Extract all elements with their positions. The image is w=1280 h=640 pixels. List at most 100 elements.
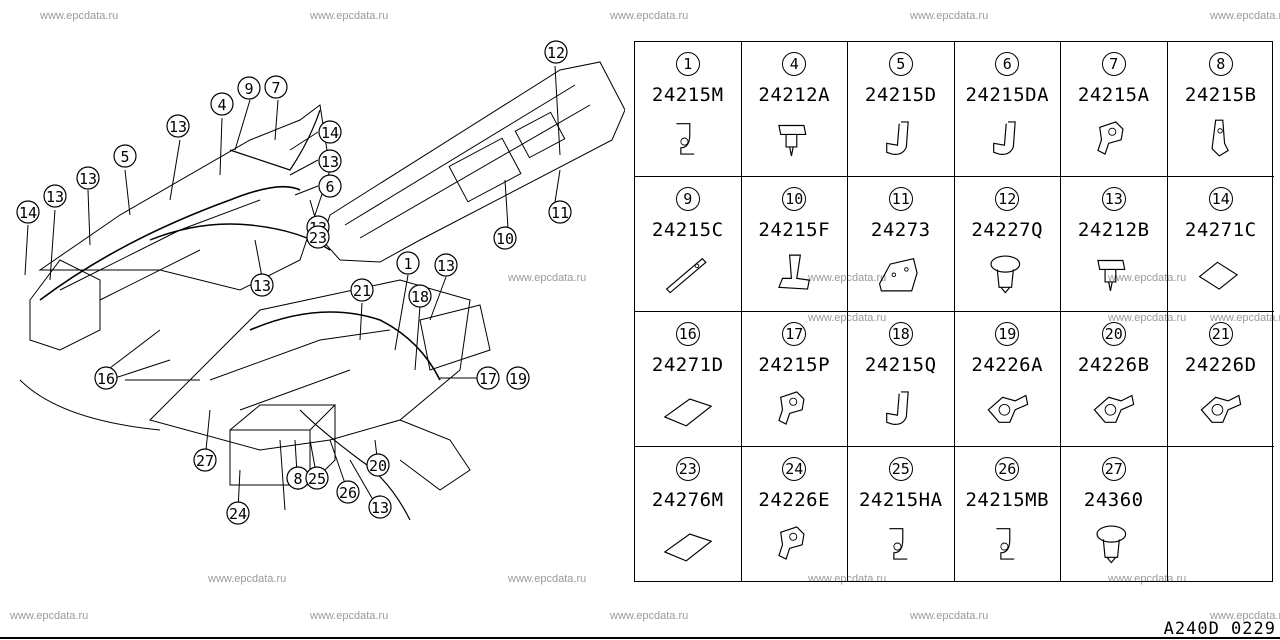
svg-text:13: 13 bbox=[321, 153, 339, 171]
watermark-text: www.epcdata.ru bbox=[1210, 10, 1280, 22]
callout-6: 6 bbox=[318, 174, 342, 198]
part-number: 24215MB bbox=[965, 489, 1050, 511]
part-cell: 21 24226D bbox=[1167, 312, 1274, 447]
callout-5: 5 bbox=[113, 144, 137, 168]
watermark-text: www.epcdata.ru bbox=[508, 573, 587, 585]
watermark-text: www.epcdata.ru bbox=[40, 10, 119, 22]
part-ref-number: 12 bbox=[995, 187, 1020, 211]
harness-diagram: 1456789101112131313131313131314141617191… bbox=[16, 40, 625, 525]
svg-text:10: 10 bbox=[496, 230, 514, 248]
clamp-icon bbox=[1093, 394, 1135, 423]
svg-text:12: 12 bbox=[547, 44, 565, 62]
svg-text:13: 13 bbox=[79, 170, 97, 188]
part-number: 24215D bbox=[864, 84, 937, 106]
callout-17: 17 bbox=[476, 366, 500, 390]
pad-rect-icon bbox=[663, 398, 713, 427]
part-ref-number: 4 bbox=[782, 52, 807, 76]
clip-saddle-icon bbox=[777, 526, 805, 560]
svg-text:20: 20 bbox=[369, 457, 387, 475]
diagram-code: A240D 0229 bbox=[1163, 619, 1276, 639]
callout-19: 19 bbox=[506, 366, 530, 390]
callout-13: 13 bbox=[318, 149, 342, 173]
watermark-text: www.epcdata.ru bbox=[1210, 312, 1280, 324]
watermark-text: www.epcdata.ru bbox=[310, 10, 389, 22]
svg-text:13: 13 bbox=[437, 257, 455, 275]
callout-4: 4 bbox=[210, 92, 234, 116]
part-ref-number: 9 bbox=[675, 187, 700, 211]
strap-icon bbox=[665, 257, 707, 294]
callout-9: 9 bbox=[237, 76, 261, 100]
clamp-icon bbox=[1200, 394, 1241, 423]
svg-text:21: 21 bbox=[353, 282, 371, 300]
part-number: 24215HA bbox=[858, 489, 943, 511]
svg-text:13: 13 bbox=[371, 499, 389, 517]
part-number: 24215A bbox=[1077, 84, 1150, 106]
svg-text:4: 4 bbox=[217, 96, 226, 114]
callout-23: 23 bbox=[306, 225, 330, 249]
watermark-text: www.epcdata.ru bbox=[910, 10, 989, 22]
callout-14: 14 bbox=[318, 120, 342, 144]
part-number: 24215M bbox=[651, 84, 724, 106]
part-number: 24276M bbox=[651, 489, 724, 511]
svg-text:13: 13 bbox=[46, 188, 64, 206]
callout-16: 16 bbox=[94, 366, 118, 390]
watermark-text: www.epcdata.ru bbox=[610, 610, 689, 622]
svg-text:1: 1 bbox=[403, 255, 412, 273]
clip-saddle-icon bbox=[777, 391, 805, 425]
callout-24: 24 bbox=[226, 501, 250, 525]
clip-hook-icon bbox=[995, 528, 1014, 560]
svg-text:8: 8 bbox=[293, 470, 302, 488]
clip-band-icon bbox=[886, 391, 909, 425]
svg-text:25: 25 bbox=[308, 470, 326, 488]
svg-text:9: 9 bbox=[244, 80, 253, 98]
clip-hook-icon bbox=[676, 123, 695, 155]
grommet-icon bbox=[1096, 525, 1127, 564]
plate-icon bbox=[878, 258, 918, 292]
svg-text:23: 23 bbox=[309, 229, 327, 247]
watermark-text: www.epcdata.ru bbox=[10, 610, 89, 622]
callout-13: 13 bbox=[76, 166, 100, 190]
callout-13: 13 bbox=[368, 495, 392, 519]
svg-text:24: 24 bbox=[229, 505, 247, 523]
part-cell bbox=[1168, 447, 1275, 582]
part-ref-number: 7 bbox=[1101, 52, 1126, 76]
part-ref-number: 18 bbox=[888, 322, 913, 346]
callout-18: 18 bbox=[408, 284, 432, 308]
part-number: 24271C bbox=[1184, 219, 1257, 241]
svg-text:14: 14 bbox=[321, 124, 339, 142]
part-number: 24226D bbox=[1184, 354, 1257, 376]
part-number: 24215B bbox=[1184, 84, 1257, 106]
part-ref-number: 11 bbox=[888, 187, 913, 211]
part-ref-number: 21 bbox=[1208, 322, 1233, 346]
part-number: 24227Q bbox=[971, 219, 1044, 241]
part-number: 24226E bbox=[758, 489, 831, 511]
svg-text:27: 27 bbox=[196, 452, 214, 470]
clip-tab-icon bbox=[1210, 119, 1229, 157]
svg-text:13: 13 bbox=[169, 118, 187, 136]
svg-text:18: 18 bbox=[411, 288, 429, 306]
grommet-icon bbox=[989, 255, 1020, 294]
watermark-text: www.epcdata.ru bbox=[310, 610, 389, 622]
watermark-text: www.epcdata.ru bbox=[208, 573, 287, 585]
part-ref-number: 17 bbox=[782, 322, 807, 346]
pad-rect-icon bbox=[663, 533, 713, 562]
callout-27: 27 bbox=[193, 448, 217, 472]
bottom-rule bbox=[0, 637, 1280, 639]
callout-7: 7 bbox=[264, 75, 288, 99]
